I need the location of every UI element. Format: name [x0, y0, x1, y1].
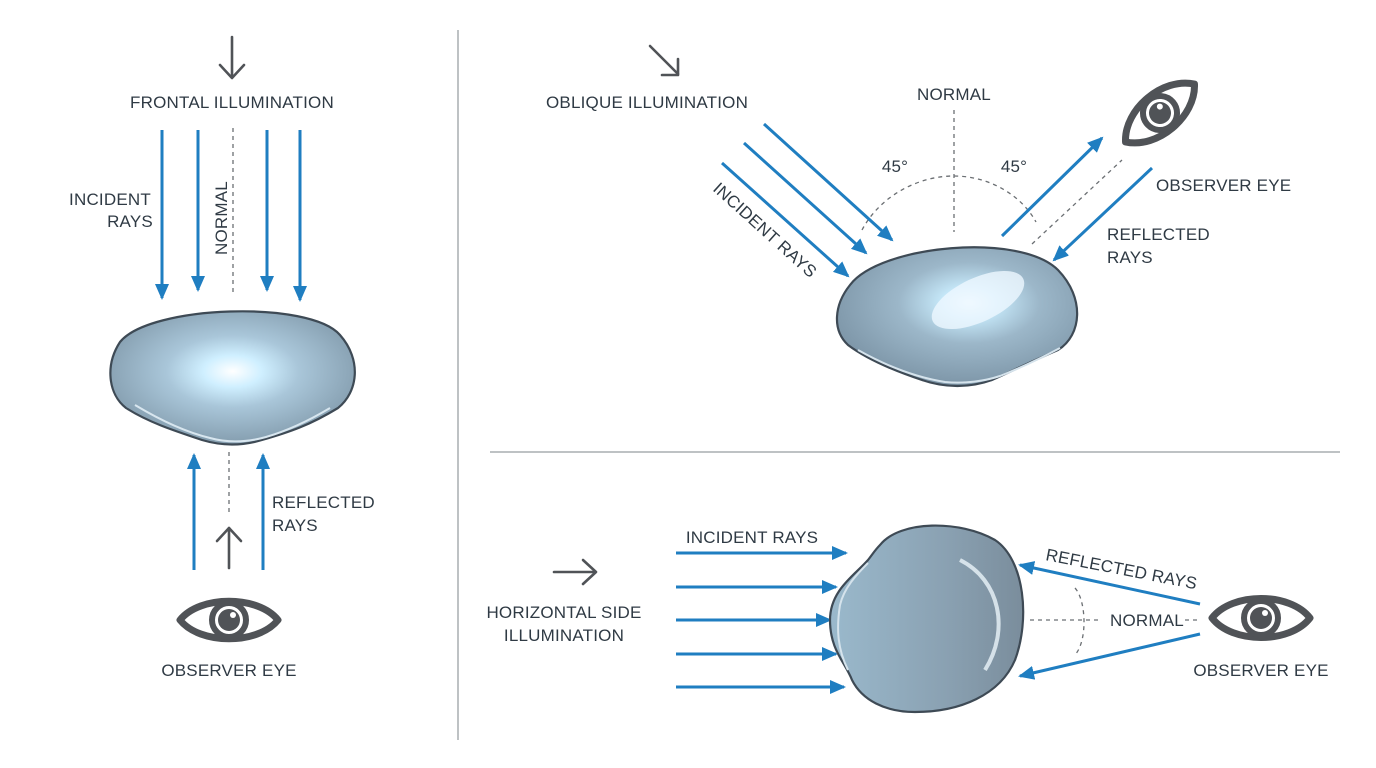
arrow-diagonal-icon — [648, 44, 680, 77]
reflected-ray-incoming — [1052, 166, 1154, 262]
oblique-normal-label: NORMAL — [917, 85, 991, 104]
frontal-title: FRONTAL ILLUMINATION — [130, 93, 334, 112]
angle-left-label: 45° — [882, 157, 908, 176]
side-panel: HORIZONTAL SIDE ILLUMINATION INCIDENT RA… — [486, 524, 1328, 714]
eye-icon — [1208, 595, 1314, 641]
oblique-reflected-label-2: RAYS — [1107, 248, 1153, 267]
arrow-right-icon — [552, 558, 598, 586]
reflected-ray — [1018, 561, 1201, 606]
reflected-ray-outgoing — [1000, 136, 1104, 238]
incident-ray — [720, 161, 850, 278]
side-title-1: HORIZONTAL SIDE — [486, 603, 641, 622]
frontal-incident-label-2: RAYS — [107, 212, 153, 231]
incident-ray — [742, 141, 868, 255]
angle-arc — [861, 175, 1037, 231]
frontal-observer-label: OBSERVER EYE — [161, 661, 296, 680]
angle-right-label: 45° — [1001, 157, 1027, 176]
side-incident-label: INCIDENT RAYS — [686, 528, 818, 547]
droplet — [835, 246, 1079, 388]
side-observer-label: OBSERVER EYE — [1193, 661, 1328, 680]
oblique-reflected-label-1: REFLECTED — [1107, 225, 1210, 244]
oblique-title: OBLIQUE ILLUMINATION — [546, 93, 748, 112]
arrow-up-icon — [215, 526, 243, 570]
frontal-panel: FRONTAL ILLUMINATION INCIDENT RAYS NORMA… — [69, 35, 375, 680]
frontal-reflected-label-2: RAYS — [272, 516, 318, 535]
droplet — [109, 310, 356, 446]
droplet — [828, 524, 1025, 714]
frontal-normal-label: NORMAL — [212, 181, 231, 255]
side-title-2: ILLUMINATION — [504, 626, 624, 645]
reflected-ray — [1018, 632, 1201, 680]
oblique-incident-label: INCIDENT RAYS — [709, 179, 820, 282]
incident-ray — [762, 122, 894, 242]
angle-arc — [1074, 587, 1085, 656]
frontal-incident-label-1: INCIDENT — [69, 190, 151, 209]
eye-icon — [1122, 79, 1198, 147]
oblique-observer-label: OBSERVER EYE — [1156, 176, 1291, 195]
arrow-down-icon — [218, 35, 246, 80]
eye-icon — [176, 597, 282, 643]
oblique-panel: OBLIQUE ILLUMINATION NORMAL 45° 45° INCI… — [546, 44, 1291, 388]
side-normal-label: NORMAL — [1110, 611, 1184, 630]
frontal-reflected-label-1: REFLECTED — [272, 493, 375, 512]
